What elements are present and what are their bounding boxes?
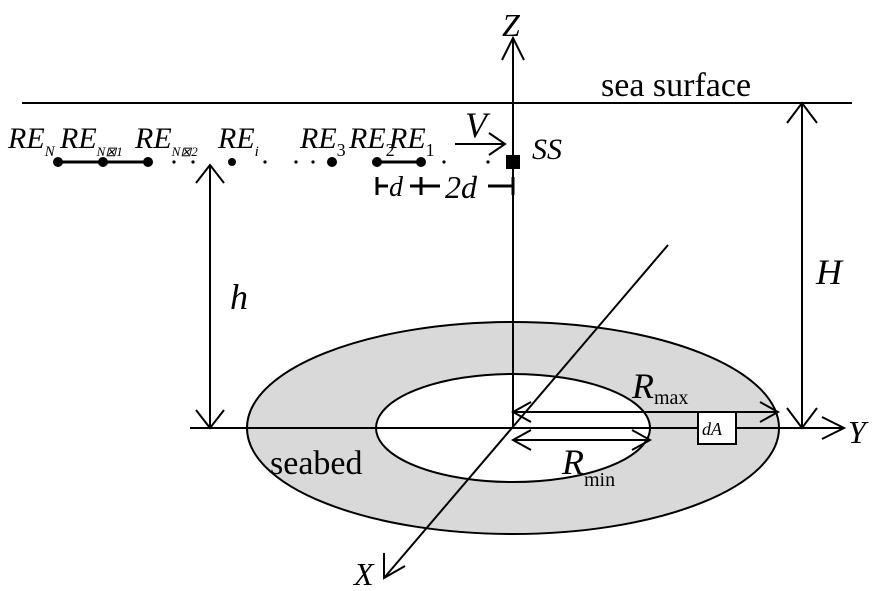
receiver-gap-dots-right [294,160,490,164]
area-element-da-label: dA [702,419,723,439]
h-depth-arrow-top [195,163,225,184]
source-ss-label: SS [532,133,562,166]
receiver-label-2: RE2 [348,122,395,160]
receiver-label-1: RE1 [388,122,435,160]
axis-z-label: Z [502,7,521,43]
seabed-label: seabed [270,445,363,482]
h-depth-arrow-bottom [195,409,225,430]
height-depth-label: h [230,277,248,317]
axis-y-label: Y [848,414,869,450]
spacing-2d-label: 2d [445,169,478,205]
area-element-da-box [697,411,737,445]
source-ss-marker [506,155,520,169]
receiver-dot-i [228,158,236,166]
r-min-label: Rmin [561,442,615,491]
receiver-dot-2 [372,157,382,167]
r-min-arrow-left [510,429,532,451]
r-max-arrow-right [759,401,781,423]
spacing-d-label: d [389,172,404,203]
velocity-label: V [465,105,491,145]
receiver-label-n-1: REN⊠1 [59,122,123,159]
velocity-arrowhead [488,132,507,156]
r-min-arrow-right [631,429,653,451]
x-axis-arrowhead [383,553,406,580]
receiver-dot-n-1 [98,157,108,167]
r-max-label: Rmax [631,366,688,409]
sea-surface-label: sea surface [601,67,751,104]
z-axis-arrowhead [501,35,525,61]
receiver-dot-n [53,157,63,167]
receiver-dot-n-2 [143,157,153,167]
receiver-gap-dots-left [172,160,267,164]
h-total-arrow-bottom [786,407,818,430]
receiver-label-n-2: REN⊠2 [134,122,198,159]
r-max-arrow-left [510,401,532,423]
receiver-dot-3 [327,157,337,167]
receiver-label-i: REi [217,122,259,160]
receiver-dot-1 [416,157,426,167]
h-total-arrow-top [786,101,818,124]
receiver-label-3: RE3 [299,122,346,160]
y-axis-arrowhead [821,416,847,440]
receiver-label-n: REN [7,122,56,160]
axis-x-label: X [352,556,375,591]
height-total-label: H [815,252,844,292]
